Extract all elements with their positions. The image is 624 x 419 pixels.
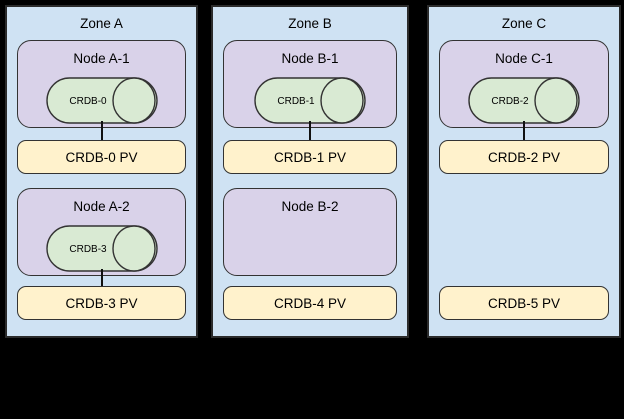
node-b-2-label: Node B-2 <box>281 199 339 214</box>
node-a-2-label: Node A-2 <box>73 199 130 214</box>
node-b-2: Node B-2 <box>223 188 397 276</box>
node-a-1-label: Node A-1 <box>73 51 130 66</box>
pv-crdb-2: CRDB-2 PV <box>439 140 609 174</box>
pv-crdb-5: CRDB-5 PV <box>439 286 609 320</box>
pv-crdb-1: CRDB-1 PV <box>223 140 397 174</box>
pv-crdb-4: CRDB-4 PV <box>223 286 397 320</box>
node-c-1-label: Node C-1 <box>495 51 553 66</box>
crdb-1-label: CRDB-1 <box>277 96 315 107</box>
connector-line <box>100 269 103 288</box>
crdb-0-label: CRDB-0 <box>69 96 107 107</box>
zone-a: Zone A Node A-1 CRDB-0 CRDB-0 PV Node A-… <box>5 5 198 338</box>
node-a-2: Node A-2 CRDB-3 <box>17 188 186 276</box>
zone-c-title: Zone C <box>501 16 547 31</box>
connector-line <box>523 121 525 142</box>
node-a-1: Node A-1 CRDB-0 <box>17 40 186 128</box>
crdb-2-label: CRDB-2 <box>491 96 529 107</box>
zone-a-title: Zone A <box>80 16 123 31</box>
crdb-0-database-cylinder-icon: CRDB-0 <box>45 77 158 124</box>
crdb-2-database-cylinder-icon: CRDB-2 <box>468 77 580 124</box>
zone-c: Zone C Node C-1 CRDB-2 CRDB-2 PV CRDB-5 … <box>427 5 621 338</box>
pv-crdb-3: CRDB-3 PV <box>17 286 186 320</box>
crdb-3-database-cylinder-icon: CRDB-3 <box>45 225 158 272</box>
zone-b: Zone B Node B-1 CRDB-1 CRDB-1 PV Node B-… <box>211 5 409 338</box>
crdb-1-database-cylinder-icon: CRDB-1 <box>254 77 366 124</box>
pv-crdb-0: CRDB-0 PV <box>17 140 186 174</box>
node-c-1: Node C-1 CRDB-2 <box>439 40 609 128</box>
connector-line <box>100 121 103 142</box>
connector-line <box>309 121 311 142</box>
crdb-3-label: CRDB-3 <box>69 244 107 255</box>
node-b-1-label: Node B-1 <box>281 51 339 66</box>
node-b-1: Node B-1 CRDB-1 <box>223 40 397 128</box>
zone-b-title: Zone B <box>288 16 332 31</box>
